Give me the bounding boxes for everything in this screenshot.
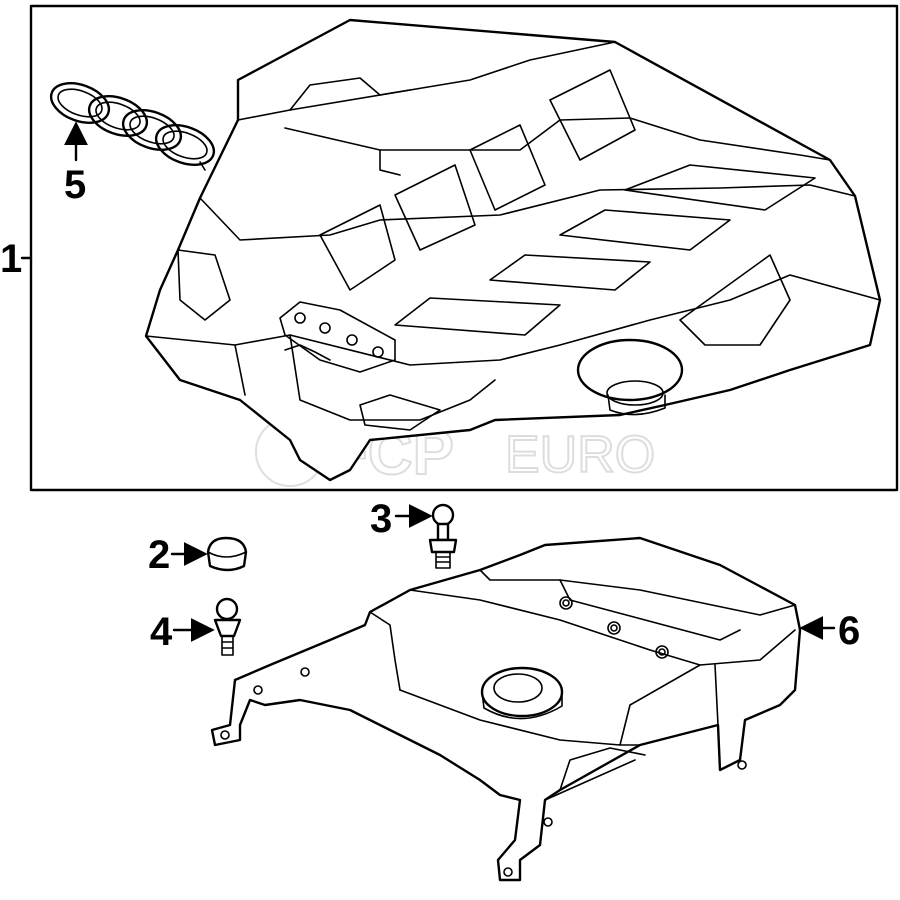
callouts: 1 5 2 3 4 6 [0,121,860,654]
callout-4: 4 [150,610,173,654]
engine-cover-part-1 [144,18,882,482]
watermark-suffix: EURO [505,426,655,484]
callout-6: 6 [838,609,860,653]
callout-5: 5 [64,163,86,207]
callout-3: 3 [370,497,392,541]
ball-stud-part-4 [213,597,242,656]
ball-stud-part-3 [428,503,458,569]
bracket-part-6 [210,536,802,882]
callout-1: 1 [0,237,22,281]
grommet-part-2 [206,536,248,572]
emblem-rings-part-5 [49,82,216,171]
callout-2: 2 [148,533,170,577]
part-1-frame [29,4,899,492]
